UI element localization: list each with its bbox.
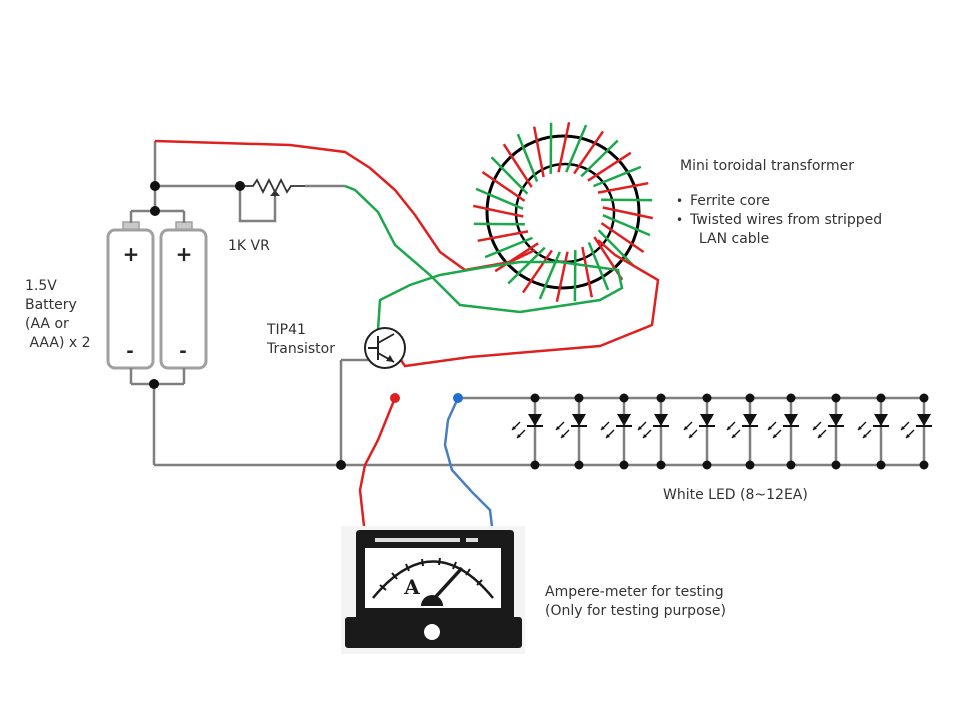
winding-segment	[490, 156, 529, 195]
battery-label: 1.5V Battery (AA or AAA) x 2	[25, 277, 91, 353]
winding-segment	[565, 124, 588, 173]
winding-segment	[538, 251, 561, 300]
winding-segment	[532, 126, 545, 178]
winding-segment	[555, 251, 569, 303]
winding-segment	[484, 236, 533, 259]
led-icon	[767, 393, 799, 470]
winding-segment	[597, 181, 649, 194]
winding-segment	[600, 222, 645, 254]
led-bank	[511, 393, 932, 470]
transistor-label-line2: Transistor	[267, 341, 335, 357]
blue-probe-point	[453, 393, 463, 403]
ammeter-label-line1: Ampere-meter for testing	[545, 584, 724, 600]
winding-segment	[502, 143, 533, 188]
winding-segment	[477, 230, 529, 243]
ammeter-icon: A	[341, 526, 525, 654]
led-icon	[726, 393, 758, 470]
led-icon	[637, 393, 669, 470]
winding-segment	[581, 246, 594, 298]
ammeter-glyph: A	[403, 575, 420, 599]
led-icon	[857, 393, 889, 470]
battery-plus-right: +	[176, 242, 193, 266]
battery-plus-left: +	[123, 242, 140, 266]
transformer-bullets: Ferrite core Twisted wires from stripped…	[674, 192, 882, 249]
battery-minus-left: -	[126, 341, 133, 362]
winding-segment	[573, 130, 605, 175]
winding-segment	[602, 206, 654, 220]
battery-label-line2: Battery	[25, 297, 77, 313]
winding-segment	[597, 229, 636, 268]
battery-label-line3: (AA or	[25, 316, 69, 332]
winding-segment	[580, 139, 619, 178]
bullet-ferrite-core: Ferrite core	[674, 192, 882, 211]
led-label: White LED (8~12EA)	[663, 487, 808, 503]
grey-wires	[129, 141, 924, 467]
potentiometer-icon	[240, 177, 305, 197]
led-icon	[600, 393, 632, 470]
winding-segment	[472, 204, 524, 218]
battery-minus-right: -	[179, 341, 186, 362]
transistor-label-line1: TIP41	[267, 322, 306, 338]
junction-dots	[149, 181, 346, 470]
transistor-icon	[364, 327, 406, 369]
winding-segment	[521, 249, 553, 294]
led-icon	[900, 393, 932, 470]
led-icon	[683, 393, 715, 470]
winding-segment	[481, 170, 526, 202]
toroid-windings	[472, 121, 654, 303]
vr-label: 1K VR	[228, 238, 270, 254]
winding-segment	[507, 246, 546, 285]
toroid-icon	[485, 134, 641, 290]
transformer-title: Mini toroidal transformer	[680, 158, 854, 174]
battery-label-line4: AAA) x 2	[25, 335, 91, 351]
blue-probe-wire	[443, 397, 495, 536]
red-probe-point	[390, 393, 400, 403]
led-icon	[812, 393, 844, 470]
winding-segment	[516, 133, 539, 182]
ammeter-label-line2: (Only for testing purpose)	[545, 603, 727, 619]
winding-segment	[494, 242, 539, 273]
led-icon	[555, 393, 587, 470]
bullet-twisted-wires: Twisted wires from stripped LAN cable	[674, 211, 882, 249]
red-probe-wire	[358, 397, 397, 536]
transistor-label: TIP41 Transistor	[267, 321, 335, 359]
led-icon	[511, 393, 543, 470]
ammeter-label: Ampere-meter for testing (Only for testi…	[545, 583, 726, 621]
battery-label-line1: 1.5V	[25, 278, 57, 294]
winding-segment	[602, 214, 651, 237]
winding-segment	[557, 121, 571, 173]
battery-icon: + + - -	[106, 221, 208, 370]
green-wire	[344, 184, 624, 331]
winding-segment	[593, 165, 642, 188]
winding-segment	[475, 187, 524, 210]
winding-segment	[587, 151, 632, 182]
